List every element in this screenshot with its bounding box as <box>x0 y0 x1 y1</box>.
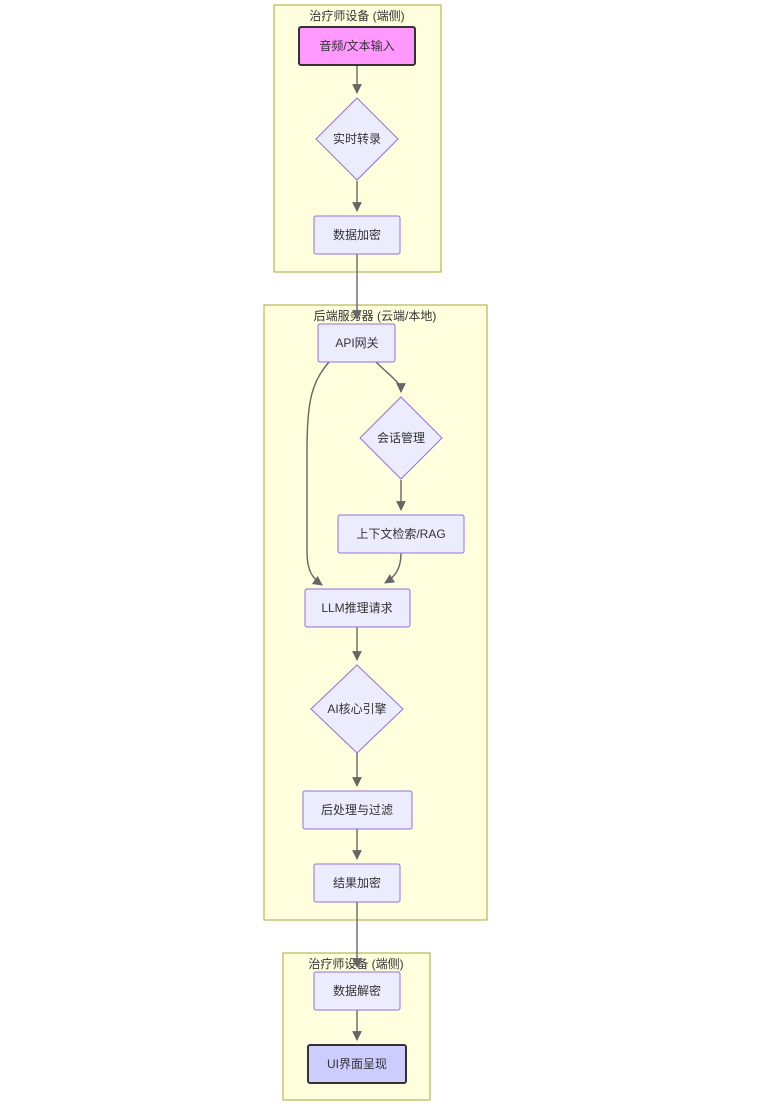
node-shape-diamond[interactable] <box>315 97 399 181</box>
node-realtime-transcription[interactable]: 实时转录 <box>315 97 399 181</box>
node-shape-rect[interactable] <box>313 971 401 1011</box>
node-label: LLM推理请求 <box>321 601 392 615</box>
node-label: 后处理与过滤 <box>321 803 393 817</box>
cluster-title: 治疗师设备 (端侧) <box>308 957 403 971</box>
cluster-title: 治疗师设备 (端侧) <box>309 9 404 23</box>
edge-gateway-to-session <box>375 361 406 393</box>
node-context-retrieval-rag[interactable]: 上下文检索/RAG <box>337 514 465 554</box>
node-shape-rect[interactable] <box>307 1044 407 1084</box>
node-ai-core-engine[interactable]: AI核心引擎 <box>310 664 404 754</box>
node-data-decryption[interactable]: 数据解密 <box>313 971 401 1011</box>
cluster-title: 后端服务器 (云端/本地) <box>314 308 437 323</box>
node-ui-presentation[interactable]: UI界面呈现 <box>307 1044 407 1084</box>
edge-gateway-to-llm <box>306 361 330 586</box>
node-label: 音频/文本输入 <box>319 38 394 53</box>
node-label: UI界面呈现 <box>327 1057 387 1071</box>
node-label: 上下文检索/RAG <box>356 526 445 541</box>
node-label: 数据加密 <box>333 227 381 242</box>
node-shape-rect[interactable] <box>313 215 401 255</box>
node-data-encryption[interactable]: 数据加密 <box>313 215 401 255</box>
node-api-gateway[interactable]: API网关 <box>317 323 396 363</box>
node-label: API网关 <box>335 336 378 350</box>
node-result-encryption[interactable]: 结果加密 <box>313 863 401 903</box>
node-label: 会话管理 <box>377 430 425 445</box>
node-shape-diamond[interactable] <box>359 396 443 480</box>
node-label: 实时转录 <box>333 131 381 146</box>
node-shape-rect[interactable] <box>337 514 465 554</box>
node-audio-text-input[interactable]: 音频/文本输入 <box>298 26 416 66</box>
node-llm-inference-request[interactable]: LLM推理请求 <box>304 588 411 628</box>
node-label: 结果加密 <box>333 875 381 890</box>
node-label: AI核心引擎 <box>327 701 386 716</box>
node-shape-rect[interactable] <box>313 863 401 903</box>
node-shape-rect[interactable] <box>298 26 416 66</box>
node-label: 数据解密 <box>333 983 381 998</box>
node-shape-diamond[interactable] <box>310 664 404 754</box>
node-post-processing-filter[interactable]: 后处理与过滤 <box>302 790 413 830</box>
node-shape-rect[interactable] <box>317 323 396 363</box>
edge-rag-to-llm <box>384 552 402 584</box>
node-shape-rect[interactable] <box>302 790 413 830</box>
node-session-management[interactable]: 会话管理 <box>359 396 443 480</box>
node-shape-rect[interactable] <box>304 588 411 628</box>
edge-group <box>306 65 406 1041</box>
